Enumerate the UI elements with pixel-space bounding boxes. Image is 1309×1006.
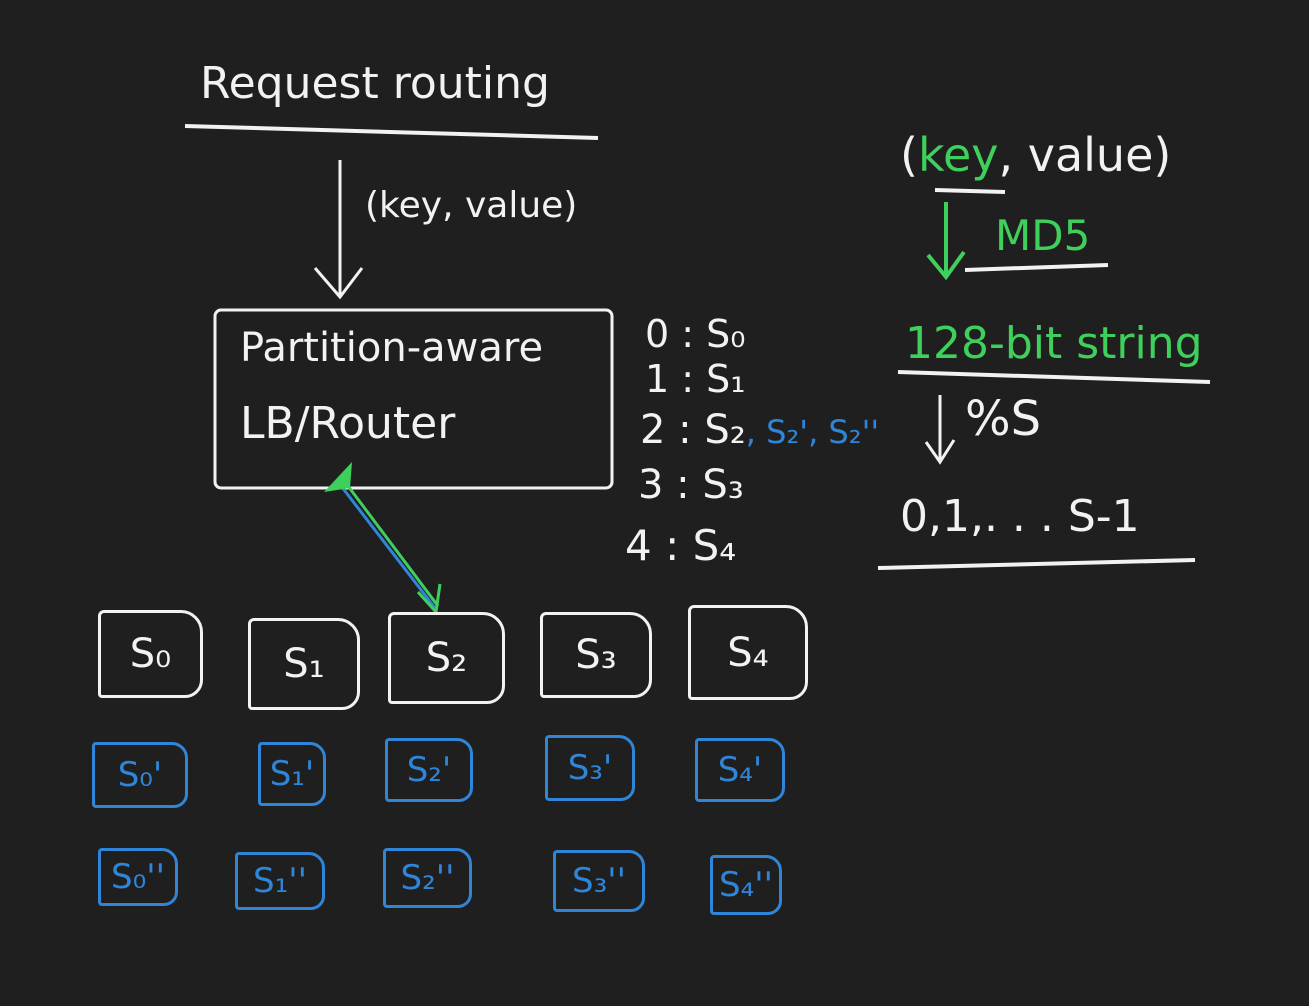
paren: ( — [900, 128, 918, 182]
replica-box: S₀'' — [98, 848, 178, 906]
request-arrow — [313, 160, 364, 300]
hash-input: (key, value) — [900, 132, 1171, 178]
mapping-index: 4 — [625, 521, 652, 570]
mapping-server: S₁ — [706, 357, 746, 401]
modulo-arrow — [924, 395, 956, 465]
mapping-row: 0 : S₀ — [645, 312, 746, 356]
hash-output-underline — [897, 370, 1211, 384]
mapping-server: S₃ — [702, 462, 744, 508]
server-box: S₁ — [248, 618, 360, 710]
hash-output: 128-bit string — [905, 318, 1203, 369]
mapping-index: 2 — [640, 407, 666, 453]
replica-box: S₃'' — [553, 850, 645, 912]
router-line2: LB/Router — [240, 398, 456, 449]
mapping-row: 1 : S₁ — [645, 357, 746, 401]
replica-box: S₄'' — [710, 855, 782, 915]
mapping-server: S₀ — [706, 312, 746, 356]
router-line1: Partition-aware — [240, 325, 544, 371]
replica-box: S₂' — [385, 738, 473, 802]
mapping-index: 0 — [645, 312, 670, 356]
hash-value: , value) — [998, 128, 1172, 182]
mapping-server: S₂ — [704, 407, 746, 453]
range-underline — [877, 558, 1196, 570]
request-label: (key, value) — [365, 185, 578, 226]
replica-box: S₄' — [695, 738, 785, 802]
server-box: S₂ — [388, 612, 505, 704]
replica-box: S₁' — [258, 742, 326, 806]
router-server-arrow — [324, 462, 442, 616]
server-box: S₃ — [540, 612, 652, 698]
md5-underline — [964, 263, 1109, 272]
replica-box: S₂'' — [383, 848, 472, 908]
mapping-row: 2 : S₂, S₂', S₂'' — [640, 407, 880, 453]
mapping-row: 3 : S₃ — [638, 462, 744, 508]
mapping-server: S₄ — [692, 521, 737, 570]
hash-key: key — [917, 128, 999, 182]
mapping-index: 3 — [638, 462, 664, 508]
mapping-row: 4 : S₄ — [625, 521, 737, 570]
router-box — [213, 308, 614, 490]
server-box: S₀ — [98, 610, 203, 698]
mapping-index: 1 — [645, 357, 670, 401]
mapping-replicas: , S₂', S₂'' — [745, 413, 880, 451]
key-underline — [934, 188, 1006, 194]
replica-box: S₀' — [92, 742, 188, 808]
modulo-op: %S — [965, 391, 1042, 447]
title-underline — [184, 124, 599, 140]
server-box: S₄ — [688, 605, 808, 700]
md5-arrow — [926, 202, 966, 281]
partition-range: 0,1,. . . S-1 — [900, 491, 1140, 542]
replica-box: S₃' — [545, 735, 635, 801]
page-title: Request routing — [200, 58, 550, 109]
replica-box: S₁'' — [235, 852, 325, 910]
hash-function: MD5 — [995, 211, 1091, 260]
